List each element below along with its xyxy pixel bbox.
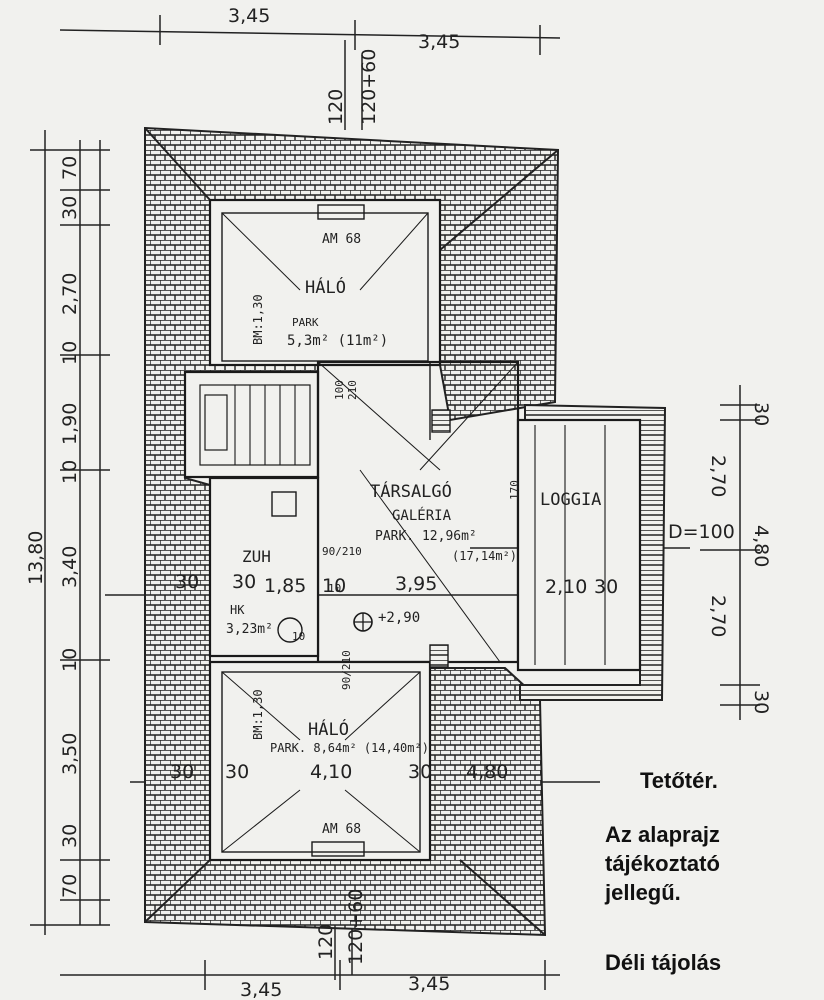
room-halo-bottom-name: HÁLÓ [308, 718, 349, 740]
dim-left-1: 30 [59, 196, 81, 220]
door-vent-label: 10 [292, 630, 305, 643]
room-tarsalgo-area: PARK. 12,96m² [375, 529, 477, 544]
dim-bottom-v2: 120+60 [345, 889, 367, 965]
dimension-labels: 3,45 3,45 120 120+60 3,45 3,45 120 120+6… [25, 5, 772, 1000]
stair-label-2: 210 [346, 380, 359, 400]
dim-right-0: 30 [750, 402, 772, 426]
dim-row2-3: 30 [408, 761, 432, 783]
dim-right-1: 2,70 [707, 455, 729, 497]
dim-left-10: 70 [59, 874, 81, 898]
room-tarsalgo-door: 90/210 [322, 545, 362, 558]
dim-top-right: 3,45 [418, 31, 460, 53]
room-halo-bottom-height: BM:1,30 [251, 689, 265, 740]
dim-left-overall: 13,80 [25, 531, 47, 585]
dim-left-0: 70 [59, 156, 81, 180]
dim-row1-4: 3,95 [395, 573, 437, 595]
note-orientation: Déli tájolás [605, 950, 722, 975]
dim-left-9: 30 [59, 824, 81, 848]
dim-row2-0: 30 [170, 761, 194, 783]
dim-row1-2: 1,85 [264, 575, 306, 597]
room-tarsalgo-sub: GALÉRIA [392, 507, 452, 524]
dim-bottom-right: 3,45 [408, 973, 450, 995]
dim-row2-1: 30 [225, 761, 249, 783]
dim-row1-5: 2,10 [545, 576, 587, 598]
dim-left-8: 3,50 [59, 733, 81, 775]
dim-bottom-left: 3,45 [240, 979, 282, 1000]
dim-left-3: 10 [59, 341, 81, 365]
room-tarsalgo-area2: (17,14m²) [452, 549, 517, 563]
dim-top-left: 3,45 [228, 5, 270, 27]
dim-right-4: 30 [750, 690, 772, 714]
note-title: Tetőtér. [640, 768, 718, 793]
room-halo-top-floor: PARK [292, 316, 319, 329]
dim-left-7: 10 [59, 648, 81, 672]
dim-row1-3: 10 [322, 575, 346, 597]
room-halo-bottom-floor: PARK. 8,64m² (14,40m²) [270, 741, 429, 755]
room-halo-top-area: 5,3m² (11m²) [287, 333, 388, 349]
note-info: Az alaprajz tájékoztató jellegű. [605, 822, 720, 905]
dim-top-v2: 120+60 [358, 49, 380, 125]
room-halo-bottom-window: AM 68 [322, 822, 361, 837]
level-mark: +2,90 [378, 610, 420, 626]
room-halo-top-height: BM:1,30 [251, 294, 265, 345]
dim-left-2: 2,70 [59, 273, 81, 315]
dim-row1-1: 30 [232, 571, 256, 593]
dim-row1-6: 30 [594, 576, 618, 598]
room-tarsalgo-name: TÁRSALGÓ [370, 480, 452, 502]
dim-left-4: 1,90 [59, 403, 81, 445]
dim-left-5: 10 [59, 460, 81, 484]
dim-right-2: 4,80 [750, 525, 772, 567]
walls [183, 198, 642, 862]
dim-left-6: 3,40 [59, 546, 81, 588]
room-halo-top-name: HÁLÓ [305, 276, 346, 298]
dim-right-3: 2,70 [707, 595, 729, 637]
dim-right-door: D=100 [668, 521, 735, 543]
room-zuh-floor: HK [230, 603, 245, 617]
room-zuh-area: 3,23m² [226, 622, 273, 637]
door-small-label: 10 [328, 582, 341, 595]
dim-row2-4: 4,80 [466, 761, 508, 783]
dim-row2-2: 4,10 [310, 761, 352, 783]
dim-bottom-v1: 120 [315, 924, 337, 960]
stair-label-1: 100 [333, 380, 346, 400]
room-loggia-height: 170 [508, 480, 521, 500]
dim-top-v1: 120 [325, 89, 347, 125]
room-loggia-name: LOGGIA [540, 490, 601, 510]
room-halo-top-window: AM 68 [322, 232, 361, 247]
room-zuh-name: ZUH [242, 547, 271, 566]
room-tarsalgo-door2: 90/210 [340, 650, 353, 690]
dim-row1-0: 30 [175, 571, 199, 593]
room-labels: AM 68 HÁLÓ PARK 5,3m² (11m²) BM:1,30 100… [226, 232, 601, 837]
